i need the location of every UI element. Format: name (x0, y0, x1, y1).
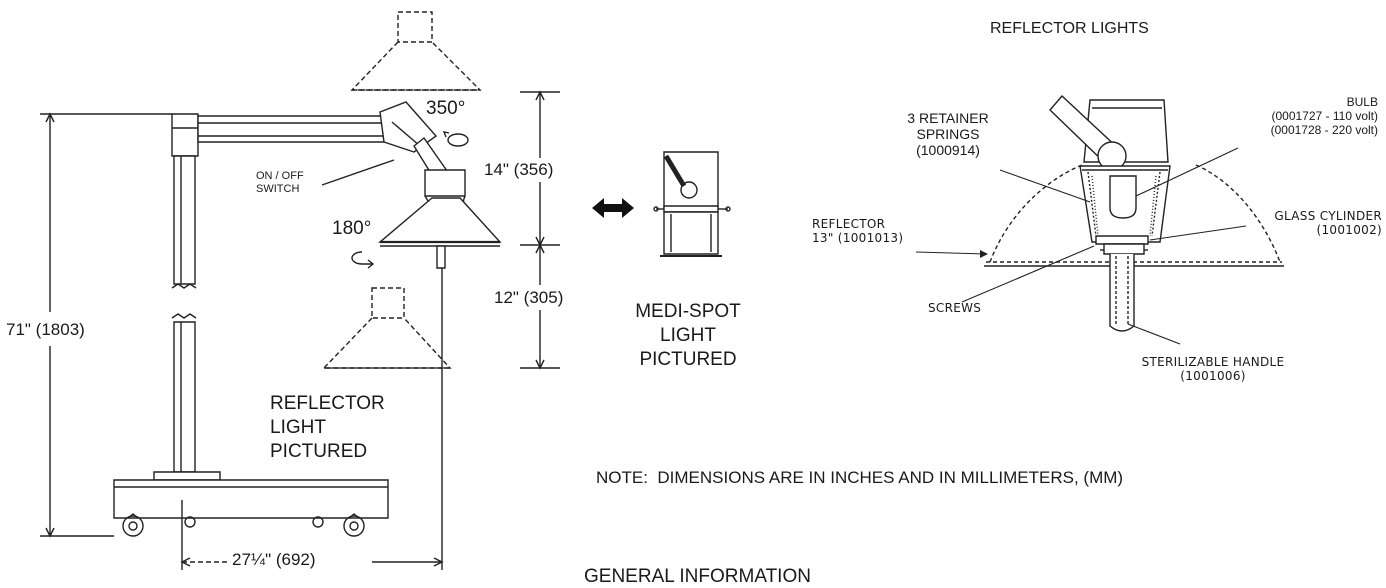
screws-label: SCREWS (928, 301, 982, 315)
ghost-lamp-top (352, 12, 480, 90)
dim-base-width-label: 27¼" (692) (232, 550, 316, 569)
dim-lines-vertical (520, 92, 560, 368)
dimensions-note: NOTE: DIMENSIONS ARE IN INCHES AND IN MI… (596, 468, 1124, 487)
medi-spot-caption: MEDI-SPOT LIGHT PICTURED (635, 301, 741, 370)
dim-lower-vertical-label: 12" (305) (494, 288, 564, 307)
reflector-part-label: REFLECTOR 13" (1001013) (812, 217, 904, 245)
rotation-arrow-350 (444, 132, 468, 146)
floor-stand (114, 114, 388, 536)
switch-leader (322, 160, 394, 185)
switch-label: ON / OFF SWITCH (256, 170, 304, 195)
reflector-lights-title: REFLECTOR LIGHTS (990, 20, 1149, 37)
dim-total-height-label: 71" (1803) (6, 320, 85, 339)
reflector-lamp (380, 170, 500, 268)
dim-upper-vertical-label: 14" (356) (484, 160, 554, 179)
sterilizable-handle-label: STERILIZABLE HANDLE (1001006) (1141, 355, 1285, 383)
dim-lines-width (182, 268, 442, 570)
rotation-arrow-180 (352, 252, 373, 268)
reflector-cross-section (984, 96, 1284, 331)
angle-350-label: 350° (426, 98, 466, 119)
retainer-springs-label: 3 RETAINER SPRINGS (1000914) (907, 110, 989, 159)
dim-lines-height (40, 114, 172, 536)
bulb-label: BULB (0001727 - 110 volt) (0001728 - 220… (1270, 95, 1378, 137)
medi-spot-light (654, 152, 730, 256)
ghost-lamp-bottom (324, 288, 450, 368)
leader-lines (916, 148, 1246, 344)
double-arrow (592, 198, 634, 218)
reflector-light-caption: REFLECTOR LIGHT PICTURED (270, 393, 385, 462)
horizontal-arm (198, 102, 452, 188)
angle-180-label: 180° (332, 218, 372, 239)
glass-cylinder-label: GLASS CYLINDER (1001002) (1274, 209, 1382, 237)
